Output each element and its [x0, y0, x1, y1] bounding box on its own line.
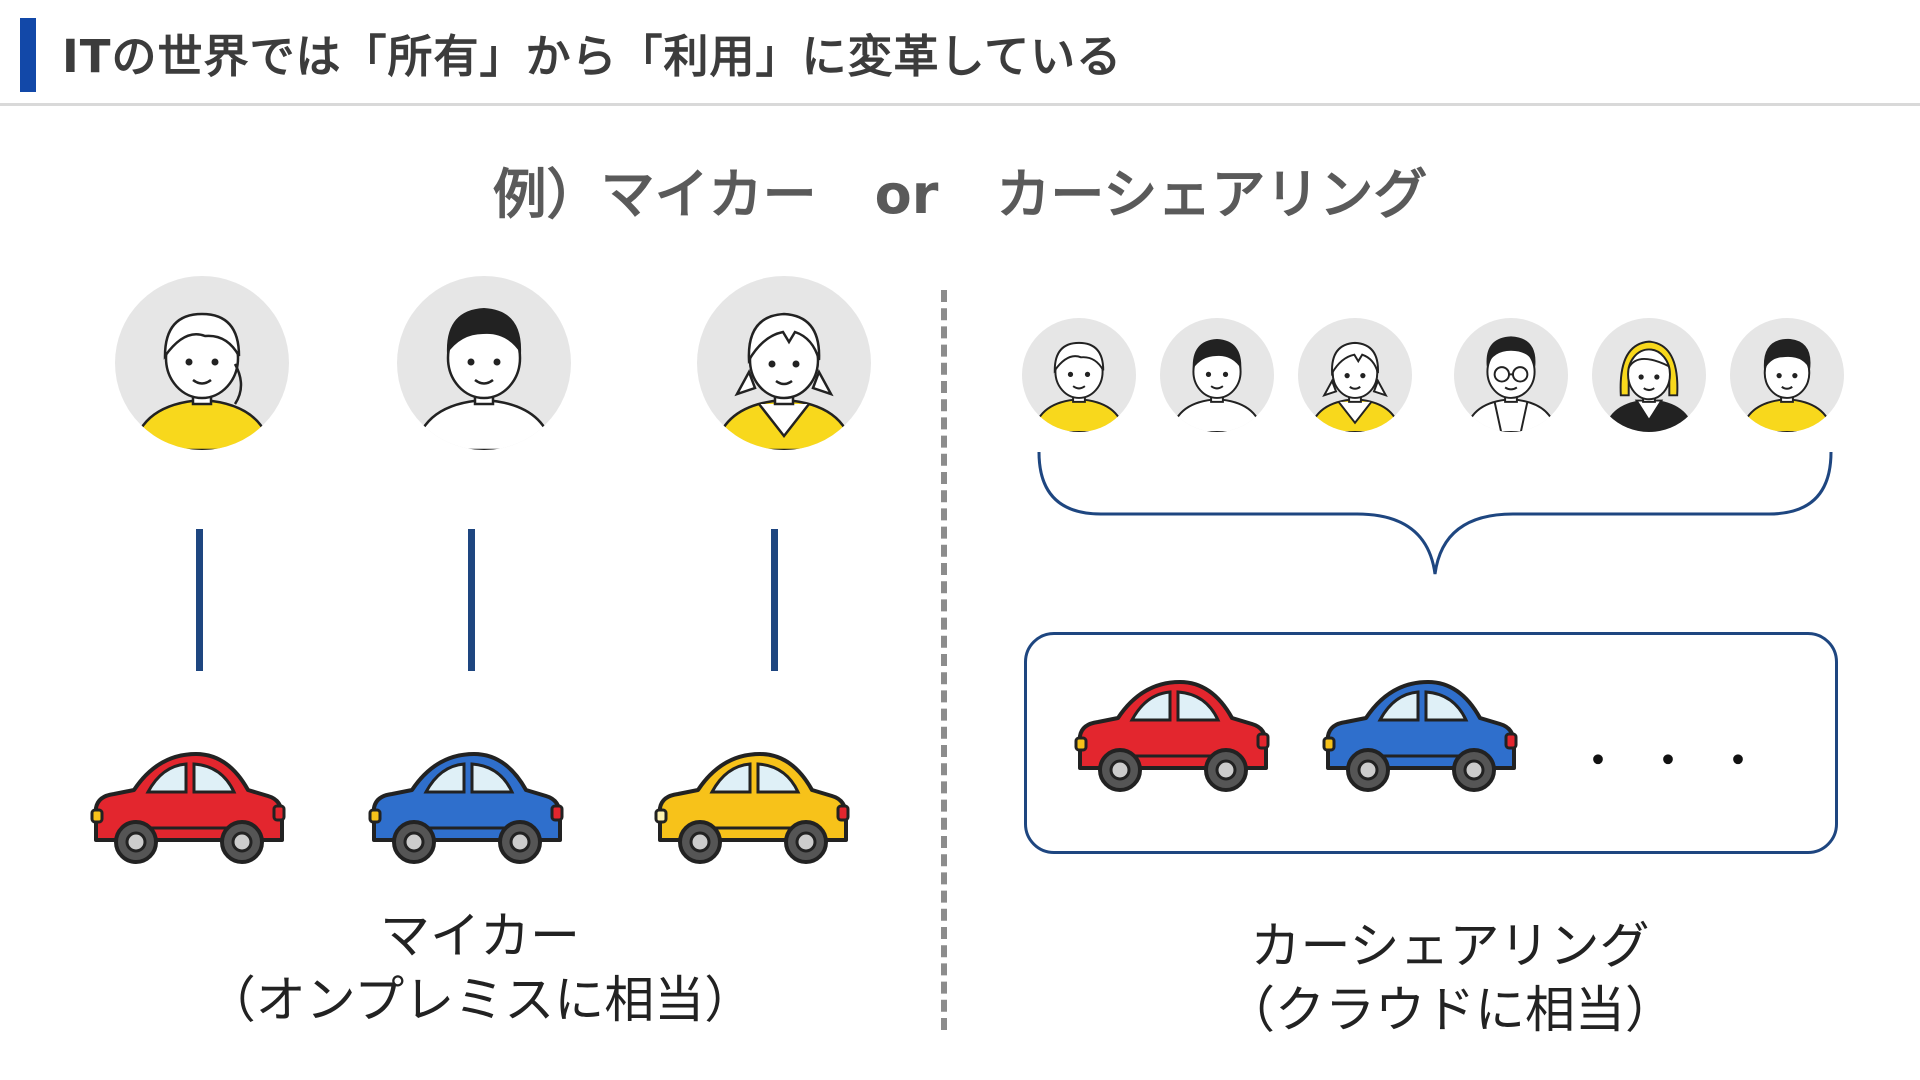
header-divider — [0, 103, 1920, 106]
example-or-label: or — [874, 163, 939, 226]
carsharing-caption-title: カーシェアリング — [1250, 917, 1650, 975]
car-icon-red — [1072, 678, 1272, 798]
person-avatar-icon — [1160, 318, 1274, 432]
section-divider — [941, 290, 947, 1030]
person-avatar-icon — [1454, 318, 1568, 432]
person-avatar-icon — [1592, 318, 1706, 432]
ownership-connector-line — [468, 529, 475, 671]
car-icon-red — [88, 750, 288, 870]
person-avatar-icon — [697, 276, 871, 450]
mycar-caption: マイカー （オンプレミスに相当） — [190, 904, 770, 1032]
ownership-connector-line — [771, 529, 778, 671]
carsharing-caption-note: （クラウドに相当） — [1225, 981, 1675, 1039]
curly-brace-icon — [1035, 448, 1835, 584]
example-heading: 例）マイカー or カーシェアリング — [0, 150, 1920, 229]
example-mycar-label: 例）マイカー — [492, 163, 817, 226]
person-avatar-icon — [1298, 318, 1412, 432]
person-avatar-icon — [115, 276, 289, 450]
mycar-caption-title: マイカー — [380, 907, 580, 965]
slide-title: ITの世界では「所有」から「利用」に変革している — [62, 30, 1123, 83]
person-avatar-icon — [1730, 318, 1844, 432]
person-avatar-icon — [397, 276, 571, 450]
carsharing-caption: カーシェアリング （クラウドに相当） — [1160, 914, 1740, 1042]
example-carsharing-label: カーシェアリング — [996, 163, 1428, 226]
title-accent-bar — [20, 18, 36, 92]
slide-header: ITの世界では「所有」から「利用」に変革している — [0, 0, 1920, 106]
car-icon-blue — [1320, 678, 1520, 798]
shared-car-pool — [1024, 632, 1838, 854]
car-icon-yellow — [652, 750, 852, 870]
ownership-connector-line — [196, 529, 203, 671]
person-avatar-icon — [1022, 318, 1136, 432]
car-icon-blue — [366, 750, 566, 870]
more-cars-ellipsis: ・・・ — [1578, 738, 1788, 784]
mycar-caption-note: （オンプレミスに相当） — [205, 971, 755, 1029]
